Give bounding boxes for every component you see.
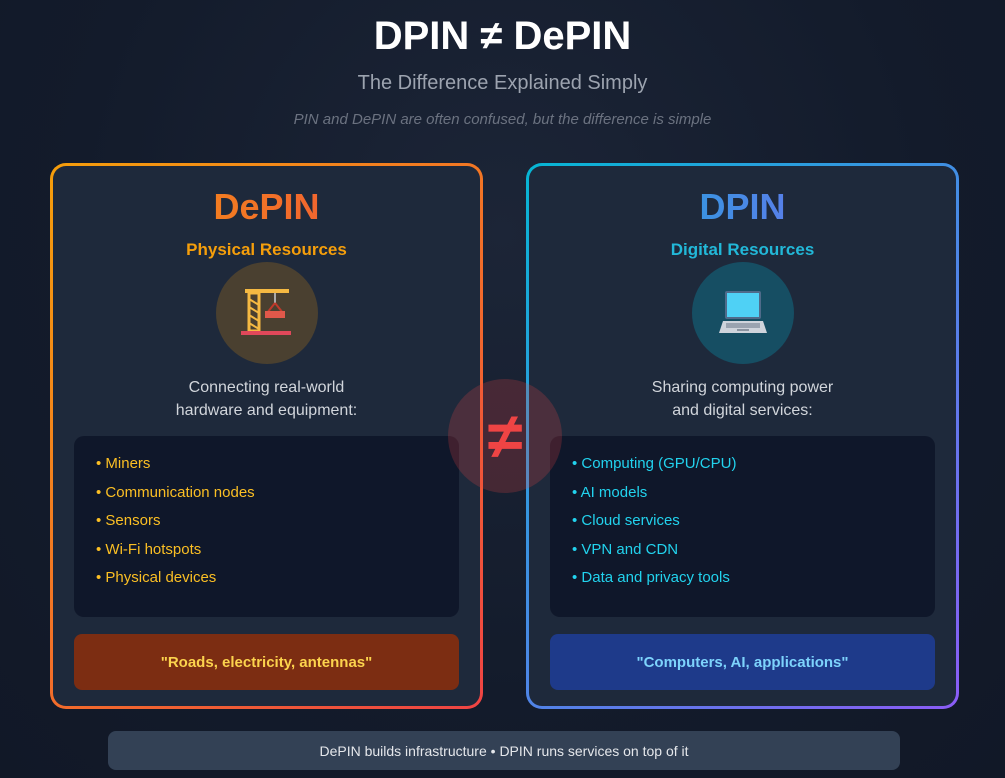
list-item: • VPN and CDN: [572, 540, 679, 558]
depin-resource-list: • Miners • Communication nodes • Sensors…: [74, 436, 459, 617]
page-tagline: PIN and DePIN are often confused, but th…: [293, 111, 712, 128]
list-item: • Miners: [96, 455, 151, 472]
list-item: • Computing (GPU/CPU): [572, 455, 737, 472]
list-item: • AI models: [572, 483, 648, 501]
depin-card: DePIN Physical Resources Connecting real…: [50, 163, 483, 709]
dpin-resource-list: • Computing (GPU/CPU) • AI models • Clou…: [550, 436, 935, 617]
dpin-subtitle: Digital Resources: [670, 240, 815, 259]
dpin-quote: "Computers, AI, applications": [550, 634, 935, 690]
construction-crane-icon: [216, 262, 318, 364]
list-item: • Communication nodes: [96, 483, 255, 501]
dpin-card: DPIN Digital Resources Sharing computing…: [526, 163, 959, 709]
list-item: • Physical devices: [96, 569, 217, 586]
not-equal-icon: ≠: [448, 379, 562, 493]
depin-quote: "Roads, electricity, antennas": [74, 634, 459, 690]
dpin-title: DPIN: [529, 186, 956, 228]
list-item: • Cloud services: [572, 512, 680, 529]
page-subtitle: The Difference Explained Simply: [357, 72, 648, 94]
list-item: • Wi-Fi hotspots: [96, 540, 202, 558]
footer-summary: DePIN builds infrastructure • DPIN runs …: [108, 731, 900, 770]
list-item: • Sensors: [96, 512, 161, 529]
depin-subtitle: Physical Resources: [186, 240, 347, 259]
page-title: DPIN ≠ DePIN: [373, 14, 632, 58]
list-item: • Data and privacy tools: [572, 569, 730, 586]
laptop-icon: [692, 262, 794, 364]
depin-title: DePIN: [53, 186, 480, 228]
